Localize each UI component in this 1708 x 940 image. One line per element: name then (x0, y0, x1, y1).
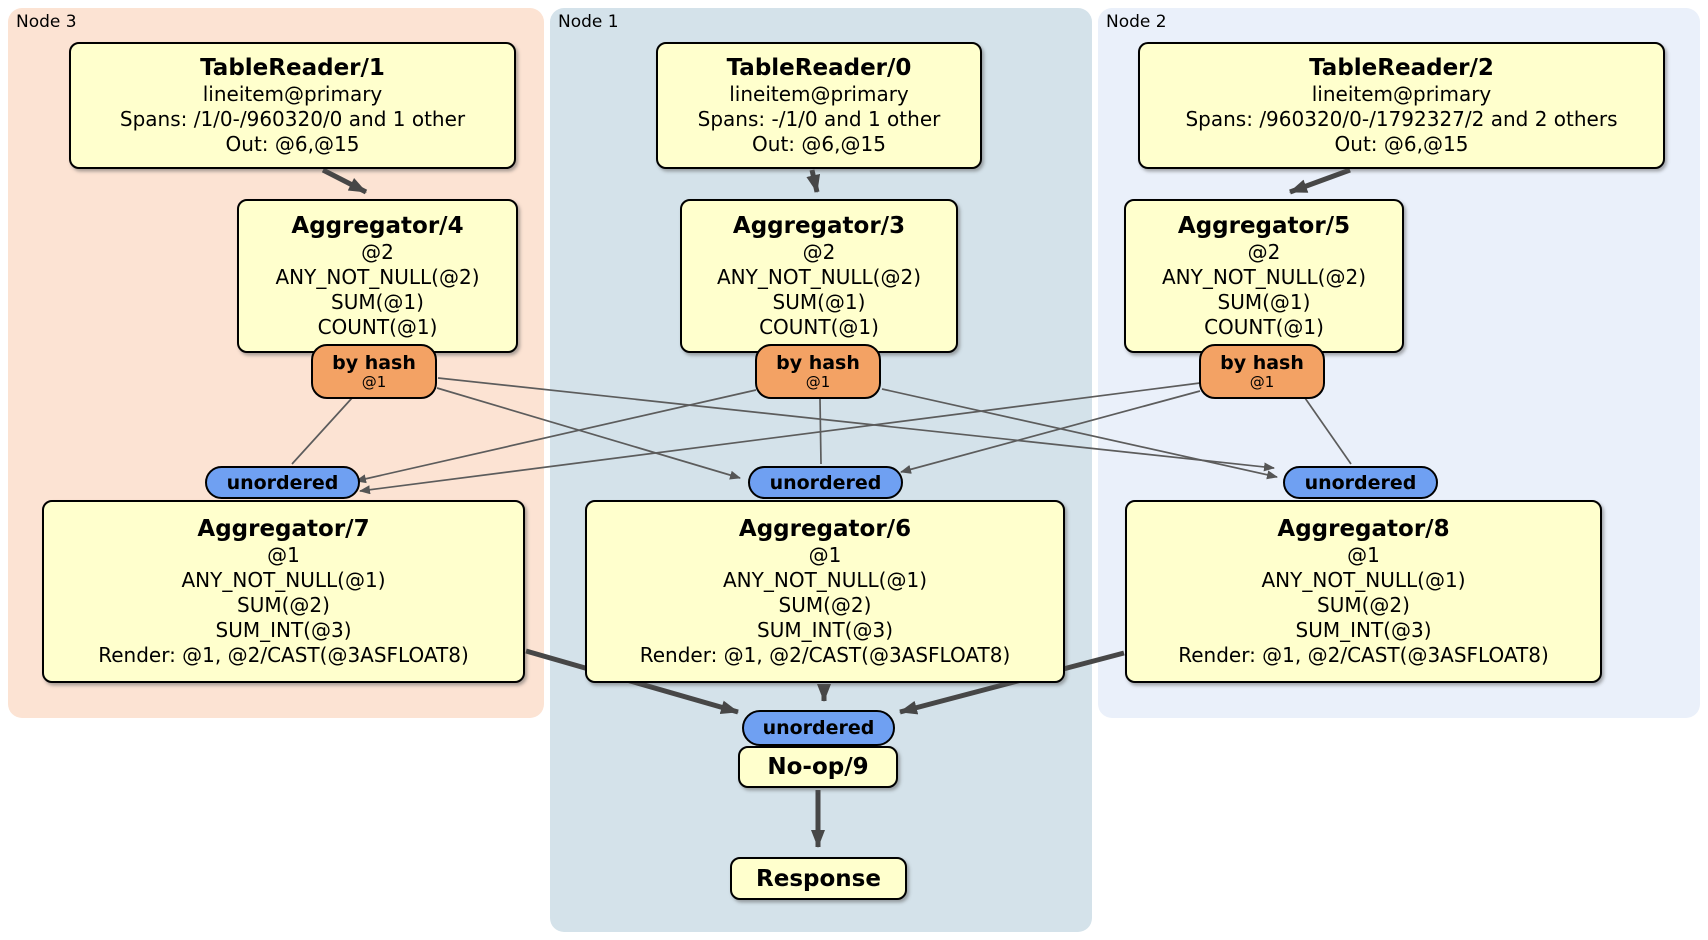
processor-detail: SUM_INT(@3) (757, 618, 893, 642)
processor-detail: Render: @1, @2/CAST(@3ASFLOAT8) (98, 643, 469, 667)
processor-detail: SUM_INT(@3) (1295, 618, 1432, 642)
processor-detail: COUNT(@1) (759, 315, 879, 339)
processor-detail: SUM(@1) (772, 290, 866, 314)
processor-detail: Out: @6,@15 (1334, 132, 1469, 156)
processor-detail: lineitem@primary (729, 82, 909, 106)
processor-detail: @1 (267, 543, 300, 567)
processor-detail: ANY_NOT_NULL(@2) (275, 265, 480, 289)
processor-aggregator-5: Aggregator/5 @2 ANY_NOT_NULL(@2) SUM(@1)… (1124, 199, 1404, 353)
router-detail: @1 (361, 373, 387, 391)
router-by-hash-node2: by hash @1 (1199, 344, 1325, 399)
edge-tr2-agg5 (1289, 167, 1351, 195)
processor-detail: ANY_NOT_NULL(@1) (1261, 568, 1466, 592)
synchronizer-unordered-agg6: unordered (748, 466, 903, 499)
processor-detail: Spans: /960320/0-/1792327/2 and 2 others (1185, 107, 1618, 131)
edge-rt2-s6 (900, 390, 1201, 474)
processor-detail: @2 (802, 240, 836, 264)
router-label: by hash (332, 352, 416, 374)
processor-title: TableReader/2 (1309, 55, 1494, 81)
processor-detail: SUM(@2) (778, 593, 872, 617)
processor-detail: ANY_NOT_NULL(@1) (723, 568, 927, 592)
processor-noop-9: No-op/9 (738, 746, 898, 788)
router-detail: @1 (1249, 373, 1275, 391)
processor-detail: ANY_NOT_NULL(@2) (717, 265, 921, 289)
edge-rt1-s8 (881, 388, 1278, 480)
processor-title: TableReader/0 (726, 55, 912, 81)
processor-aggregator-8: Aggregator/8 @1 ANY_NOT_NULL(@1) SUM(@2)… (1125, 500, 1602, 683)
edge-tr1-agg4 (321, 167, 368, 195)
processor-detail: Render: @1, @2/CAST(@3ASFLOAT8) (639, 643, 1011, 667)
edge-rt2-s8 (1304, 397, 1352, 465)
processor-detail: @2 (361, 240, 394, 264)
processor-tablereader-0: TableReader/0 lineitem@primary Spans: -/… (656, 42, 982, 169)
processor-detail: Spans: -/1/0 and 1 other (697, 107, 941, 131)
processor-detail: Spans: /1/0-/960320/0 and 1 other (119, 107, 466, 131)
processor-detail: @1 (808, 543, 842, 567)
edge-rt3-s6 (436, 387, 741, 480)
processor-title: Aggregator/5 (1177, 213, 1351, 239)
processor-detail: SUM(@2) (1317, 593, 1410, 617)
router-detail: @1 (805, 373, 831, 391)
processor-aggregator-3: Aggregator/3 @2 ANY_NOT_NULL(@2) SUM(@1)… (680, 199, 958, 353)
processor-aggregator-7: Aggregator/7 @1 ANY_NOT_NULL(@1) SUM(@2)… (42, 500, 525, 683)
router-label: by hash (1220, 352, 1304, 374)
processor-response: Response (730, 857, 907, 900)
processor-detail: SUM(@1) (1217, 290, 1311, 314)
edge-rt1-s7 (355, 389, 757, 484)
processor-detail: @1 (1347, 543, 1380, 567)
router-by-hash-node1: by hash @1 (755, 344, 881, 399)
edge-rt2-s7 (359, 382, 1201, 495)
processor-title: Aggregator/6 (738, 516, 912, 542)
processor-title: Aggregator/3 (732, 213, 906, 239)
processor-detail: SUM_INT(@3) (215, 618, 352, 642)
region-label-node1: Node 1 (558, 12, 619, 32)
processor-detail: Out: @6,@15 (752, 132, 886, 156)
processor-tablereader-1: TableReader/1 lineitem@primary Spans: /1… (69, 42, 516, 169)
processor-title: Aggregator/4 (291, 213, 464, 239)
processor-detail: COUNT(@1) (317, 315, 438, 339)
processor-tablereader-2: TableReader/2 lineitem@primary Spans: /9… (1138, 42, 1665, 169)
processor-detail: ANY_NOT_NULL(@1) (181, 568, 386, 592)
edge-tr0-agg3 (806, 169, 821, 193)
processor-detail: ANY_NOT_NULL(@2) (1162, 265, 1366, 289)
router-by-hash-node3: by hash @1 (311, 344, 437, 399)
processor-title: TableReader/1 (200, 55, 385, 81)
processor-detail: Out: @6,@15 (225, 132, 360, 156)
synchronizer-unordered-agg8: unordered (1283, 466, 1438, 499)
processor-aggregator-6: Aggregator/6 @1 ANY_NOT_NULL(@1) SUM(@2)… (585, 500, 1065, 683)
processor-detail: lineitem@primary (1311, 82, 1492, 106)
processor-detail: COUNT(@1) (1204, 315, 1324, 339)
processor-title: No-op/9 (767, 754, 869, 780)
region-label-node3: Node 3 (16, 12, 77, 32)
synchronizer-unordered-agg7: unordered (205, 466, 360, 499)
region-label-node2: Node 2 (1106, 12, 1167, 32)
synchronizer-unordered-final: unordered (742, 710, 895, 746)
processor-aggregator-4: Aggregator/4 @2 ANY_NOT_NULL(@2) SUM(@1)… (237, 199, 518, 353)
edge-rt3-s7 (291, 397, 353, 465)
processor-title: Aggregator/7 (197, 516, 370, 542)
edge-rt3-s8 (437, 377, 1275, 472)
processor-title: Response (756, 865, 881, 892)
processor-detail: @2 (1247, 240, 1281, 264)
processor-detail: lineitem@primary (202, 82, 383, 106)
processor-detail: Render: @1, @2/CAST(@3ASFLOAT8) (1178, 643, 1549, 667)
processor-detail: SUM(@2) (237, 593, 330, 617)
router-label: by hash (776, 352, 860, 374)
processor-title: Aggregator/8 (1277, 516, 1450, 542)
processor-detail: SUM(@1) (331, 290, 424, 314)
